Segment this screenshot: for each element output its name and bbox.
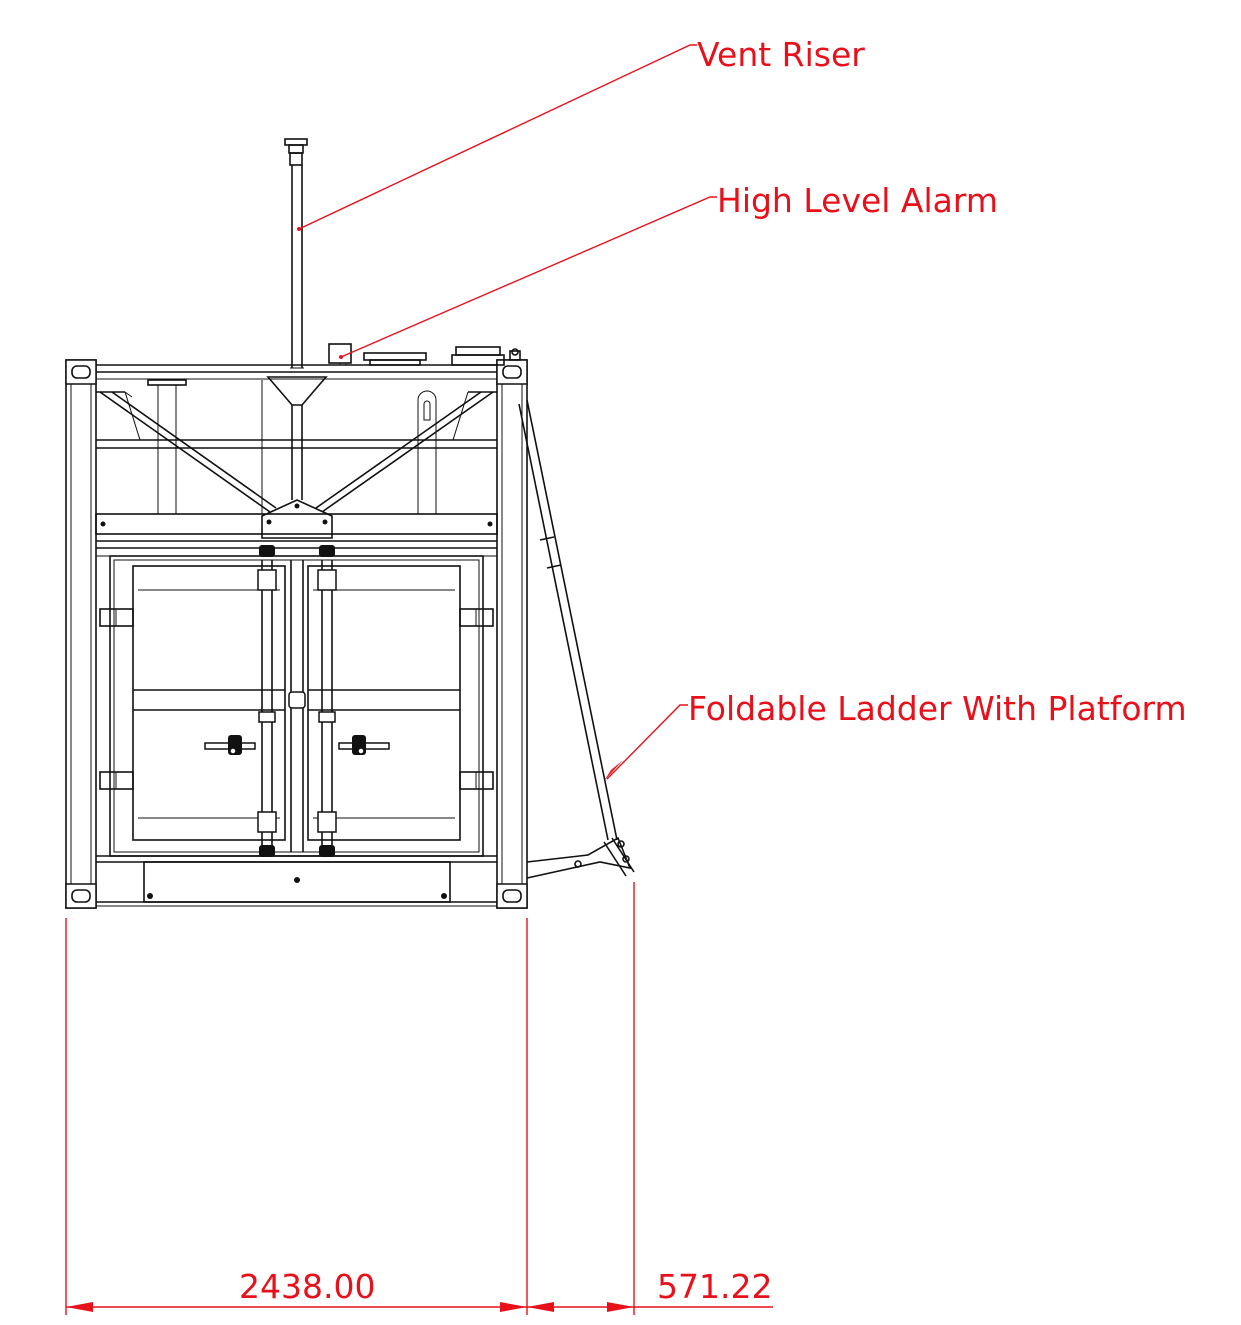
container-doors <box>99 545 494 857</box>
container-frame <box>65 346 528 909</box>
corner-casting-top-left <box>65 359 97 385</box>
dimension-lines <box>65 882 773 1315</box>
corner-casting-bottom-left <box>65 883 97 909</box>
corner-casting-bottom-right <box>496 883 528 909</box>
width-dimension-value: 2438.00 <box>239 1267 375 1306</box>
bottom-rail <box>96 855 497 907</box>
vent-riser-leader-dot <box>297 227 301 231</box>
high-level-alarm-label: High Level Alarm <box>717 181 998 220</box>
vent-riser-label: Vent Riser <box>697 35 865 74</box>
ladder-offset-dimension-value: 571.22 <box>657 1267 772 1306</box>
foldable-ladder <box>518 399 635 879</box>
vent-riser <box>284 138 308 369</box>
corner-casting-top-right <box>496 359 528 385</box>
alarm-leader-dot <box>339 355 343 359</box>
foldable-ladder-label: Foldable Ladder With Platform <box>688 689 1187 728</box>
ladder-leader-arrowhead <box>604 760 623 781</box>
high-level-alarm-box <box>328 343 352 366</box>
callout-leaders <box>297 44 717 781</box>
